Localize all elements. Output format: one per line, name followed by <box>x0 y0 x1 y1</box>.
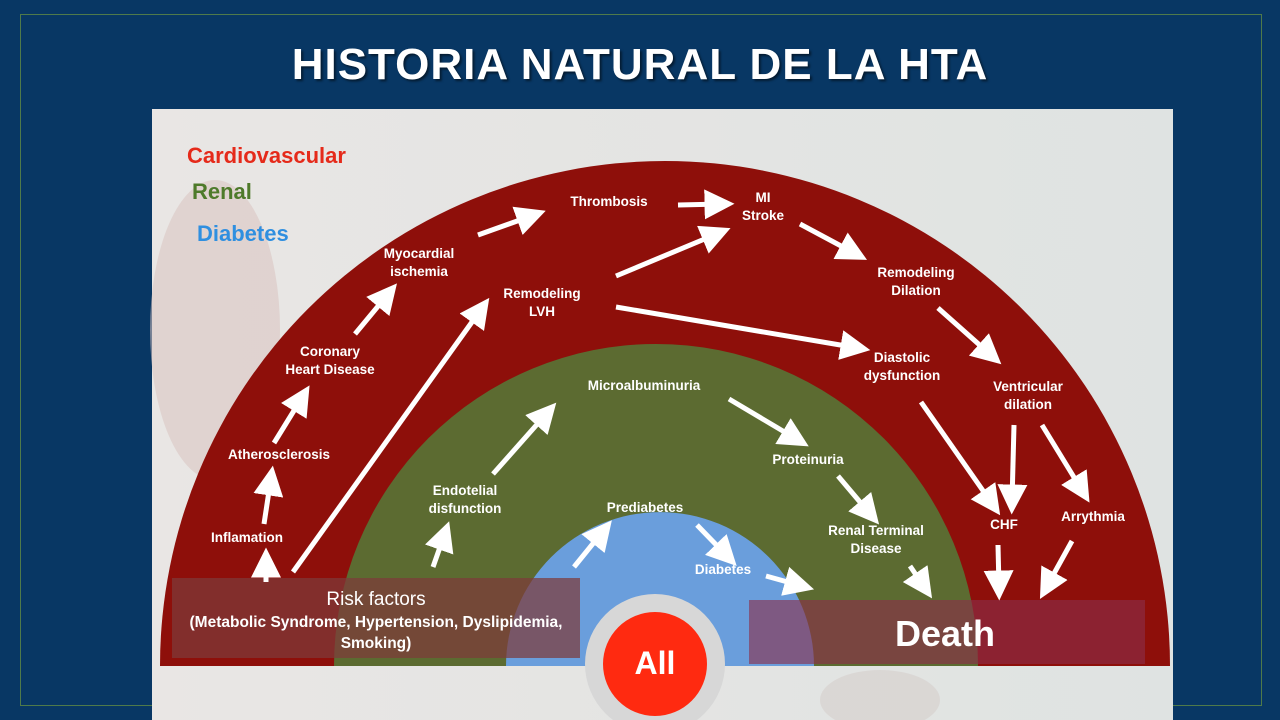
node-label-line: Atherosclerosis <box>228 447 330 462</box>
node-label-line: Renal Terminal <box>828 523 924 538</box>
node-label-line: Dilation <box>891 283 941 298</box>
node-label-line: ischemia <box>390 264 448 279</box>
node-label-line: Diastolic <box>874 350 931 365</box>
risk-factors-title: Risk factors <box>326 589 425 610</box>
node-label-line: Myocardial <box>384 246 455 261</box>
arrow-inflamation-atherosclerosis <box>253 465 284 525</box>
risk-factors-line-1: (Metabolic Syndrome, Hypertension, Dysli… <box>190 614 563 631</box>
node-ventricular-dilation: Ventricular dilation <box>993 379 1064 412</box>
legend-renal: Renal <box>192 179 252 204</box>
node-label-line: Diabetes <box>695 562 751 577</box>
node-chf: CHF <box>990 517 1018 532</box>
node-label-line: Ventricular <box>993 379 1064 394</box>
node-label-line: CHF <box>990 517 1018 532</box>
node-label-line: Coronary <box>300 344 361 359</box>
node-mi-stroke: MI Stroke <box>742 190 785 223</box>
risk-factors-box <box>172 578 580 658</box>
node-proteinuria: Proteinuria <box>772 452 844 467</box>
arrow-coronary-myocardial <box>353 283 397 336</box>
arrow-ventricular-chf <box>997 424 1028 515</box>
node-inflamation: Inflamation <box>211 530 283 545</box>
node-label-line: Proteinuria <box>772 452 844 467</box>
node-label-line: Remodeling <box>503 286 580 301</box>
risk-factors-line-2: Smoking) <box>341 635 412 652</box>
arrow-risk-remodeling-lvh <box>290 297 490 574</box>
center-label: All <box>635 645 676 681</box>
arrow-myocardial-thrombosis <box>477 206 546 238</box>
node-label-line: Stroke <box>742 208 785 223</box>
center-circle <box>603 612 707 716</box>
node-label-line: Arrythmia <box>1061 509 1125 524</box>
arrow-diabetes-death <box>765 566 815 596</box>
node-label-line: dilation <box>1004 397 1052 412</box>
node-label-line: Remodeling <box>877 265 954 280</box>
arrow-lvh-mi <box>615 225 731 279</box>
node-label-line: Inflamation <box>211 530 283 545</box>
node-label-line: MI <box>756 190 771 205</box>
node-arrythmia: Arrythmia <box>1061 509 1125 524</box>
legend-diabetes: Diabetes <box>197 221 289 246</box>
slide-title: HISTORIA NATURAL DE LA HTA <box>291 40 989 89</box>
node-label-line: LVH <box>529 304 555 319</box>
arrow-arrythmia-death <box>1039 539 1075 599</box>
node-myocardial-ischemia: Myocardial ischemia <box>384 246 455 279</box>
node-label-line: Thrombosis <box>570 194 647 209</box>
arrow-risk-prediabetes <box>572 520 612 569</box>
node-label-line: Heart Disease <box>285 362 375 377</box>
arrow-lvh-diastolic <box>615 304 871 360</box>
node-label-line: disfunction <box>429 501 502 516</box>
decorative-kidney-shape <box>820 670 940 720</box>
arrow-ventricular-arrythmia <box>1039 423 1090 503</box>
node-label-line: Disease <box>850 541 902 556</box>
arrow-thrombosis-mi <box>677 189 735 220</box>
node-endotelial-disfunction: Endotelial disfunction <box>429 483 502 516</box>
arrow-chf-death <box>983 544 1014 601</box>
arrow-prediabetes-diabetes <box>695 523 737 566</box>
node-label-line: dysfunction <box>864 368 941 383</box>
node-atherosclerosis: Atherosclerosis <box>228 447 330 462</box>
node-label-line: Microalbuminuria <box>588 378 701 393</box>
legend-cardiovascular: Cardiovascular <box>187 143 346 168</box>
death-box <box>749 600 1145 664</box>
node-diastolic-dysfunction: Diastolic dysfunction <box>864 350 941 383</box>
node-microalbuminuria: Microalbuminuria <box>588 378 701 393</box>
arrow-atherosclerosis-coronary <box>271 385 310 445</box>
death-label: Death <box>895 613 995 654</box>
node-label-line: Prediabetes <box>607 500 684 515</box>
arrow-risk-endotelial <box>425 521 454 568</box>
node-diabetes: Diabetes <box>695 562 751 577</box>
flow-arrows <box>251 189 1090 601</box>
arrow-endotelial-microalbuminuria <box>491 402 557 476</box>
arrow-mi-remodeling-dilation <box>798 221 868 260</box>
node-label-line: Endotelial <box>433 483 498 498</box>
arrow-renal-terminal-death <box>902 564 933 599</box>
arrow-diastolic-chf <box>918 400 1001 516</box>
arrow-proteinuria-renal-terminal <box>836 474 880 525</box>
node-prediabetes: Prediabetes <box>607 500 684 515</box>
node-thrombosis: Thrombosis <box>570 194 647 209</box>
arrow-remodeling-dilation-ventricular <box>936 306 1002 365</box>
arrow-microalbuminuria-proteinuria <box>727 396 809 447</box>
